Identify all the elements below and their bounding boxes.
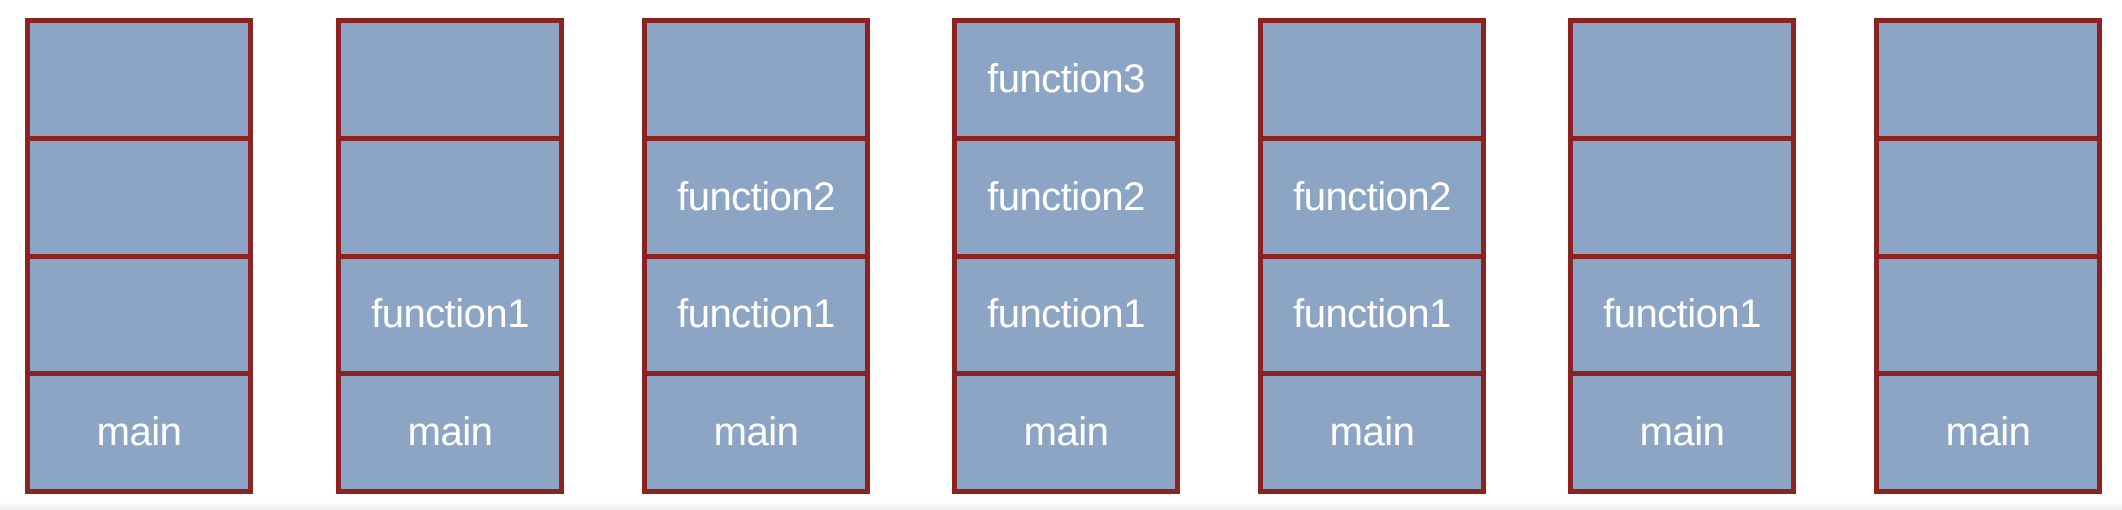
stack-step-1: main [25,18,253,494]
stack-slot-4 [647,23,865,136]
stack-slot-2: function1 [341,258,559,372]
stack-slot-1: main [1263,376,1481,489]
stack-slot-1: main [647,376,865,489]
stack-slot-4 [1263,23,1481,136]
stack-slot-4 [1573,23,1791,136]
stack-step-6: function1 main [1568,18,1796,494]
stack-slot-4 [1879,23,2097,136]
stack-step-7: main [1874,18,2102,494]
stack-step-4: function3 function2 function1 main [952,18,1180,494]
stack-slot-3: function2 [1263,140,1481,254]
stack-slot-3: function2 [957,140,1175,254]
stack-slot-3 [341,140,559,254]
stack-slot-1: main [957,376,1175,489]
stack-slot-2: function1 [957,258,1175,372]
stack-step-2: function1 main [336,18,564,494]
stack-slot-3 [1573,140,1791,254]
stack-step-5: function2 function1 main [1258,18,1486,494]
stack-slot-1: main [341,376,559,489]
stack-slot-1: main [1879,376,2097,489]
stack-slot-1: main [30,376,248,489]
stack-slot-3: function2 [647,140,865,254]
stack-slot-3 [30,140,248,254]
stack-slot-4 [341,23,559,136]
stack-slot-4: function3 [957,23,1175,136]
stack-slot-2: function1 [1263,258,1481,372]
stack-slot-2 [30,258,248,372]
bottom-divider [0,502,2122,510]
stack-slot-2 [1879,258,2097,372]
stack-slot-2: function1 [647,258,865,372]
stack-slot-2: function1 [1573,258,1791,372]
stack-slot-1: main [1573,376,1791,489]
stack-slot-4 [30,23,248,136]
stack-slot-3 [1879,140,2097,254]
stack-step-3: function2 function1 main [642,18,870,494]
